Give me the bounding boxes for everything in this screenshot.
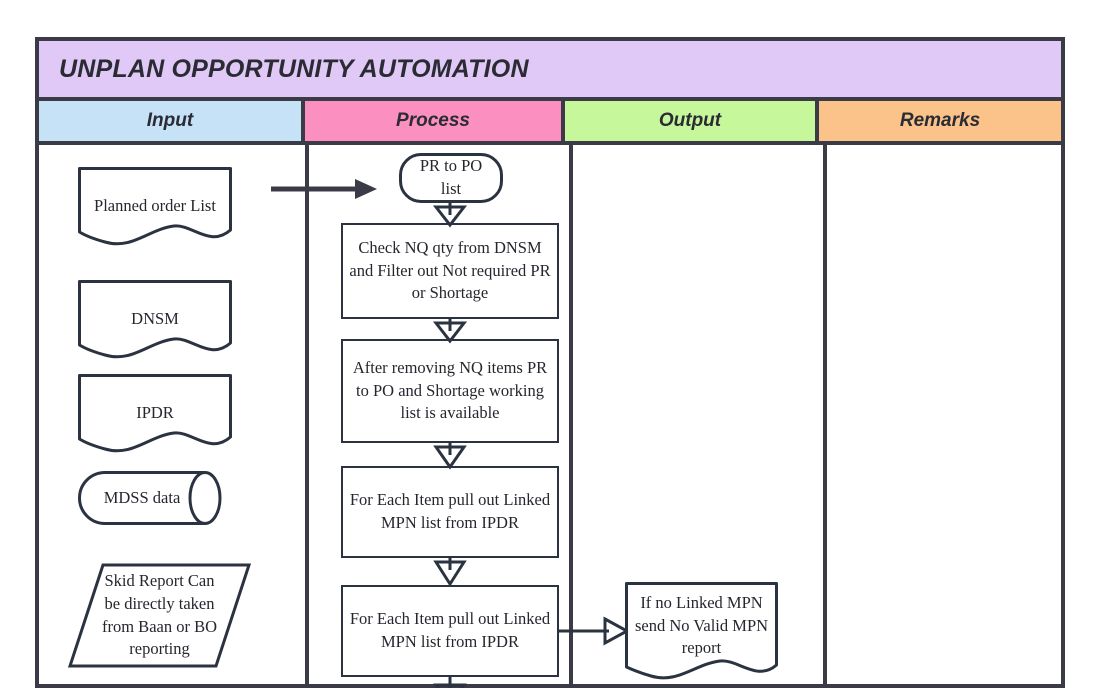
process-node-pull-linked-mpn-1[interactable]: For Each Item pull out Linked MPN list f… [341,466,559,558]
connector-start-to-step1 [432,201,468,228]
process-label-start: PR to PO list [419,156,483,198]
input-label-mdss-data: MDSS data [103,487,181,507]
column-header-input: Input [39,101,305,141]
connector-step4-to-next [433,675,467,688]
process-node-after-removing-nq[interactable]: After removing NQ items PR to PO and Sho… [341,339,559,443]
column-header-process: Process [305,101,565,141]
input-label-ipdr: IPDR [136,402,174,422]
connector-input-to-process [271,176,379,202]
input-label-dnsm: DNSM [131,308,179,328]
process-label-step1: Check NQ qty from DNSM and Filter out No… [349,237,551,303]
page-title: UNPLAN OPPORTUNITY AUTOMATION [59,54,529,83]
column-divider-output-remarks [823,145,827,684]
input-node-mdss-data[interactable]: MDSS data [77,470,233,526]
process-node-pull-linked-mpn-2[interactable]: For Each Item pull out Linked MPN list f… [341,585,559,677]
connector-step1-to-step2 [432,317,468,344]
column-divider-process-output [569,145,573,684]
column-header-remarks: Remarks [819,101,1061,141]
connector-step2-to-step3 [433,441,467,470]
output-node-no-valid-mpn-report[interactable]: If no Linked MPN send No Valid MPN repor… [624,581,779,681]
process-label-step3: For Each Item pull out Linked MPN list f… [349,490,551,532]
flowchart-table-frame: UNPLAN OPPORTUNITY AUTOMATION Input Proc… [35,37,1065,688]
input-label-planned-order-list: Planned order List [94,195,216,215]
connector-step4-to-output [557,616,631,646]
column-divider-input-process [305,145,309,684]
process-label-step2: After removing NQ items PR to PO and Sho… [352,357,548,423]
process-label-step4: For Each Item pull out Linked MPN list f… [349,609,551,651]
process-node-check-nq-qty[interactable]: Check NQ qty from DNSM and Filter out No… [341,223,559,319]
input-label-skid-report: Skid Report Can be directly taken from B… [101,570,218,659]
input-node-dnsm[interactable]: DNSM [77,279,233,359]
connector-step3-to-step4 [433,556,467,587]
input-node-planned-order-list[interactable]: Planned order List [77,166,233,246]
diagram-title-band: UNPLAN OPPORTUNITY AUTOMATION [39,41,1061,101]
input-node-skid-report[interactable]: Skid Report Can be directly taken from B… [67,562,252,669]
output-label-no-valid-mpn-report: If no Linked MPN send No Valid MPN repor… [634,592,769,658]
column-header-output: Output [565,101,819,141]
column-header-row: Input Process Output Remarks [39,101,1061,145]
process-node-start-pr-to-po[interactable]: PR to PO list [399,153,503,203]
input-node-ipdr[interactable]: IPDR [77,373,233,453]
